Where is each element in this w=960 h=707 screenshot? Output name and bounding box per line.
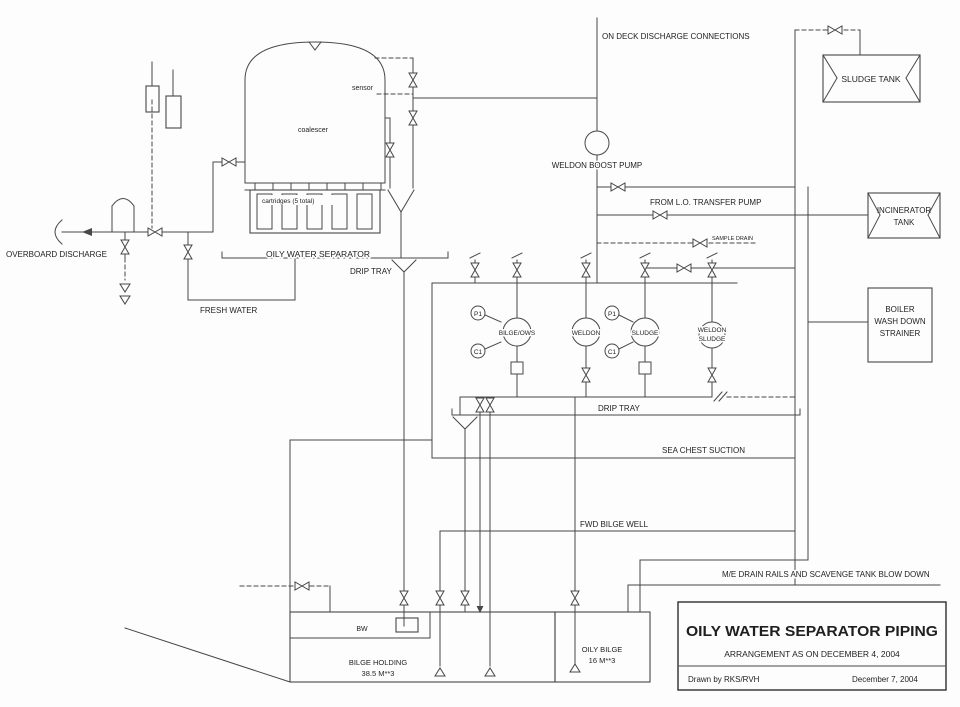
valve-icon (512, 262, 522, 278)
gauge-symbols: P1 C1 P1 C1 (470, 305, 620, 359)
me-drain-rails-label: M/E DRAIN RAILS AND SCAVENGE TANK BLOW D… (722, 570, 930, 579)
title-block: OILY WATER SEPARATOR PIPING ARRANGEMENT … (677, 601, 947, 691)
weldon-pump-label: WELDON (572, 330, 601, 337)
drawn-by-label: Drawn by RKS/RVH (688, 675, 760, 684)
from-lo-transfer-pump-label: FROM L.O. TRANSFER PUMP (650, 198, 761, 207)
incinerator-tank-label: INCINERATOR (877, 206, 932, 215)
sludge-pump-icon (630, 317, 660, 347)
valve-icon (147, 227, 163, 237)
sludge-tank-label: SLUDGE TANK (841, 74, 901, 84)
weldon-boost-pump-label: WELDON BOOST PUMP (552, 161, 643, 170)
strainer-icon (638, 361, 652, 375)
valve-icon (485, 397, 495, 413)
valve-icon (460, 590, 470, 606)
valve-icon (707, 262, 717, 278)
valve-icon (827, 25, 843, 35)
fwd-bilge-well-label: FWD BILGE WELL (580, 520, 649, 529)
valve-icon (610, 182, 626, 192)
valve-icon (475, 397, 485, 413)
valve-icon (294, 581, 310, 591)
bellmouth-icon (434, 667, 446, 677)
boiler-strainer-label: STRAINER (880, 329, 921, 338)
bilge-holding-capacity-label: 38.5 M**3 (362, 669, 395, 678)
gauge-label: C1 (474, 349, 483, 356)
boiler-strainer-label: WASH DOWN (874, 317, 925, 326)
sludge-tank (822, 54, 921, 103)
gauge-label: P1 (608, 311, 616, 318)
valve-icon (435, 590, 445, 606)
valve-icon (470, 262, 480, 278)
weldon-sludge-pump-label: WELDON (698, 327, 727, 334)
valve-icon (652, 210, 668, 220)
valve-icon (399, 590, 409, 606)
drain-triangle-icon (119, 283, 131, 293)
incinerator-tank (867, 192, 941, 239)
valve-icon (183, 244, 193, 260)
valve-icon (408, 72, 418, 88)
oily-bilge-capacity-label: 16 M**3 (589, 656, 616, 665)
drip-tray-upper-label: DRIP TRAY (350, 267, 392, 276)
boiler-wash-down-strainer (867, 287, 933, 363)
gauge-label: P1 (474, 311, 482, 318)
bilge-ows-pump-icon (502, 317, 532, 347)
fresh-water-label: FRESH WATER (200, 306, 258, 315)
valve-icon (581, 262, 591, 278)
boiler-strainer-label: BOILER (885, 305, 915, 314)
oily-bilge-label: OILY BILGE (582, 645, 623, 654)
valve-icon (676, 263, 692, 273)
valve-symbols (82, 25, 843, 677)
coalescer-label: coalescer (298, 127, 329, 134)
incinerator-tank-label: TANK (894, 218, 915, 227)
sensor-label: sensor (352, 85, 374, 92)
valve-icon (640, 262, 650, 278)
valve-icon (221, 157, 237, 167)
cartridge-elements (256, 193, 373, 230)
flow-arrow-icon (82, 228, 92, 236)
drawing-title: OILY WATER SEPARATOR PIPING (686, 623, 938, 640)
overboard-discharge-label: OVERBOARD DISCHARGE (6, 250, 107, 259)
weldon-sludge-pump-icon (698, 321, 726, 349)
oily-water-separator-vessel (244, 41, 386, 234)
piping-lines (54, 17, 941, 683)
oily-bilge-tank (554, 611, 651, 683)
pump-symbols (502, 130, 726, 349)
weldon-boost-pump-icon (584, 130, 610, 156)
drip-tray-lower-label: DRIP TRAY (598, 404, 640, 413)
sea-chest-suction-label: SEA CHEST SUCTION (662, 446, 745, 455)
gauge-label: C1 (608, 349, 617, 356)
valve-icon (581, 367, 591, 383)
valve-icon (707, 367, 717, 383)
annotation-labels: ON DECK DISCHARGE CONNECTIONS SLUDGE TAN… (5, 31, 932, 680)
weldon-sludge-pump-label: SLUDGE (699, 336, 726, 343)
valve-icon (408, 110, 418, 126)
on-deck-discharge-label: ON DECK DISCHARGE CONNECTIONS (602, 32, 750, 41)
sample-drain-label: SAMPLE DRAIN (712, 236, 753, 242)
valve-icon (120, 239, 130, 255)
bellmouth-icon (484, 667, 496, 677)
separator-name-label: OILY WATER SEPARATOR (266, 249, 370, 259)
valve-icon (692, 238, 708, 248)
bilge-holding-tank (289, 611, 556, 683)
valve-icon (385, 142, 395, 158)
strainer-icon (510, 361, 524, 375)
cartridges-label: cartridges (5 total) (262, 198, 314, 205)
bellmouth-icon (569, 663, 581, 673)
bilge-holding-label: BILGE HOLDING (349, 658, 408, 667)
drawing-subtitle: ARRANGEMENT AS ON DECEMBER 4, 2004 (724, 649, 900, 659)
valve-icon (570, 590, 580, 606)
bilge-ows-pump-label: BILGE/OWS (499, 330, 536, 337)
vent-icon (308, 41, 322, 51)
drain-triangle-icon (119, 295, 131, 305)
weldon-pump-icon (571, 317, 601, 347)
drawing-date-label: December 7, 2004 (852, 675, 918, 684)
bw-compartment-label: BW (356, 626, 368, 633)
sludge-pump-label: SLUDGE (632, 330, 659, 337)
